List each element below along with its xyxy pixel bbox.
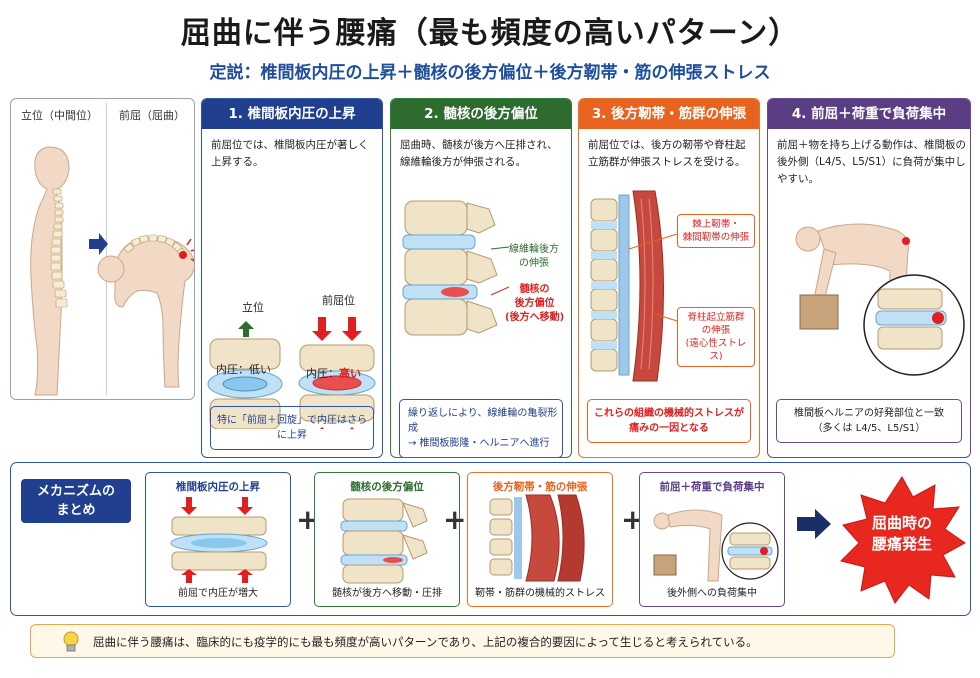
plus-icon: + (621, 503, 645, 536)
page-title: 屈曲に伴う腰痛（最も頻度の高いパターン） (180, 16, 800, 51)
summary-item-title: 椎間板内圧の上昇 (176, 481, 260, 493)
card-note: 繰り返しにより、線維輪の亀裂形成 → 椎間板膨隆・ヘルニアへ進行 (399, 399, 563, 457)
summary-tag: メカニズムの まとめ (21, 479, 131, 523)
lightbulb-icon (63, 631, 79, 652)
card-ligament-stretch: 3. 後方靭帯・筋群の伸張 前屈位では、後方の靭帯や脊柱起立筋群が伸張ストレスを… (578, 98, 760, 458)
nucleus-illustration (402, 200, 510, 336)
tip-text: 屈曲に伴う腰痛は、臨床的にも疫学的にも最も頻度が高いパターンであり、上記の複合的… (93, 635, 758, 649)
annulus-label: 線維輪後方 の伸張 (509, 243, 559, 271)
card-load-concentration: 4. 前屈＋荷重で負荷集中 前屈＋物を持ち上げる動作は、椎間板の後外側（L4/5… (767, 98, 971, 458)
card-note-line2: 痛みの一因となる (629, 423, 709, 434)
summary-item-caption: 後外側への負荷集中 (667, 588, 757, 599)
posture-divider (106, 103, 107, 395)
result-label-line2: 腰痛発生 (871, 535, 932, 553)
card-note: これらの組織の機械的ストレスが 痛みの一因となる (587, 399, 751, 443)
load-point-icon (932, 312, 944, 324)
card-note-line1: 繰り返しにより、線維輪の亀裂形成 (408, 408, 558, 434)
card-description: 前屈位では、椎間板内圧が著しく上昇する。 (211, 139, 369, 168)
summary-item-ligament: 後方靭帯・筋の伸張 靭帯・筋群の機械的ストレス (467, 472, 613, 607)
card-note: 特に「前屈＋回旋」で内圧はさらに上昇 (210, 406, 374, 450)
ligament-label: 棘上靭帯・ 棘間靭帯の伸張 (677, 214, 755, 248)
ligament-illustration (590, 190, 678, 382)
nucleus-normal (222, 376, 268, 392)
vertebra-upper (209, 338, 281, 370)
summary-tag-line1: メカニズムの (36, 484, 115, 499)
ligament-label-line2: 棘間靭帯の伸張 (682, 232, 750, 243)
plus-icon: + (296, 503, 320, 536)
summary-item-pressure: 椎間板内圧の上昇 前屈で内圧が増大 (145, 472, 291, 607)
standing-label: 立位（中間位） (21, 109, 98, 122)
pain-spot-icon (179, 251, 187, 259)
standing-spine (50, 188, 68, 308)
pressure-high-label: 内圧：高い (306, 365, 361, 381)
summary-item-caption: 髄核が後方へ移動・圧排 (332, 588, 442, 599)
summary-tag-line2: まとめ (56, 503, 96, 518)
flexion-label: 前屈（屈曲） (119, 109, 185, 122)
down-arrow-icon (312, 317, 332, 341)
summary-item-nucleus: 髄核の後方偏位 髄核が後方へ移動・圧排 (314, 472, 460, 607)
card-note-line1: 椎間板ヘルニアの好発部位と一致 (794, 408, 944, 419)
summary-item-caption: 前屈で内圧が増大 (178, 588, 258, 599)
card-heading: 2. 髄核の後方偏位 (391, 99, 571, 129)
card-note-line2: → 椎間板膨隆・ヘルニアへ進行 (408, 438, 550, 449)
card-heading: 3. 後方靭帯・筋群の伸張 (579, 99, 759, 129)
summary-item-title: 前屈＋荷重で負荷集中 (659, 481, 765, 493)
summary-item-load: 前屈＋荷重で負荷集中 後外側への負荷集中 (639, 472, 785, 607)
muscle-label: 脊柱起立筋群 の伸張 (遠心性ストレス) (677, 307, 755, 367)
page-subtitle: 定説：椎間板内圧の上昇＋髄核の後方偏位＋後方靭帯・筋の伸張ストレス (209, 63, 771, 83)
pressure-low-label: 内圧：低い (216, 363, 271, 376)
ligament-label-line1: 棘上靭帯・ (692, 219, 740, 230)
plus-icon: + (443, 503, 467, 536)
result-arrow-icon (797, 509, 831, 539)
erector-muscle (632, 190, 664, 382)
pain-burst-icon (186, 238, 194, 262)
card-note: 椎間板ヘルニアの好発部位と一致 （多くは L4/5、L5/S1） (776, 399, 962, 443)
annulus-label-line1: 線維輪後方 (509, 244, 559, 255)
pressure-high-value: 高い (339, 367, 361, 380)
card-nucleus-shift: 2. 髄核の後方偏位 屈曲時、髄核が後方へ圧排され、線維輪後方が伸張される。 線… (390, 98, 572, 458)
result-label: 屈曲時の 腰痛発生 (847, 513, 957, 555)
lifting-illustration (795, 223, 965, 376)
label-flexion: 前屈位 (322, 293, 355, 307)
posture-panel: 立位（中間位） 前屈（屈曲） (10, 98, 195, 400)
card-note-line1: これらの組織の機械的ストレスが (594, 408, 744, 419)
ligament-band (618, 194, 630, 376)
posture-arrow (89, 233, 108, 255)
card-heading: 1. 椎間板内圧の上昇 (202, 99, 382, 129)
down-arrow-icon (342, 317, 362, 341)
posture-illustration (30, 146, 194, 396)
card-note-line2: （多くは L4/5、L5/S1） (812, 423, 926, 434)
box-icon (799, 294, 839, 330)
summary-item-title: 後方靭帯・筋の伸張 (492, 481, 588, 493)
nucleus-label-line2: 後方偏位 (514, 298, 555, 309)
card-description: 屈曲時、髄核が後方へ圧排され、線維輪後方が伸張される。 (400, 139, 558, 168)
nucleus-shifted (441, 287, 469, 297)
annulus-label-line2: の伸張 (519, 258, 549, 269)
nucleus-label: 髄核の 後方偏位 (後方へ移動) (505, 283, 564, 325)
summary-item-title: 髄核の後方偏位 (350, 481, 424, 493)
nucleus-label-line1: 髄核の (519, 284, 550, 295)
muscle-label-line1: 脊柱起立筋群 (687, 312, 745, 323)
mechanism-summary: メカニズムの まとめ 椎間板内圧の上昇 前屈で内圧が増大 + 髄核の後方偏位 (10, 462, 971, 616)
card-description: 前屈位では、後方の靭帯や脊柱起立筋群が伸張ストレスを受ける。 (588, 139, 746, 168)
nucleus-compressed (312, 375, 362, 391)
up-arrow-icon (320, 427, 324, 429)
label-standing: 立位 (242, 300, 264, 314)
card-disc-pressure: 1. 椎間板内圧の上昇 前屈位では、椎間板内圧が著しく上昇する。 立位 前屈位 … (201, 98, 383, 458)
up-arrow-icon (350, 427, 354, 429)
pressure-high-prefix: 内圧： (306, 367, 339, 380)
card-heading: 4. 前屈＋荷重で負荷集中 (768, 99, 970, 129)
result-label-line1: 屈曲時の (871, 514, 932, 532)
up-arrow-icon (238, 321, 254, 337)
summary-item-caption: 靭帯・筋群の機械的ストレス (475, 588, 605, 599)
card-description: 前屈＋物を持ち上げる動作は、椎間板の後外側（L4/5、L5/S1）に負荷が集中し… (777, 139, 966, 185)
muscle-label-line2: の伸張 (701, 325, 731, 336)
nucleus-label-line3: (後方へ移動) (505, 312, 565, 323)
result-burst (840, 476, 966, 604)
muscle-label-line3: (遠心性ストレス) (685, 338, 747, 362)
tip-box: 屈曲に伴う腰痛は、臨床的にも疫学的にも最も頻度が高いパターンであり、上記の複合的… (30, 624, 895, 658)
